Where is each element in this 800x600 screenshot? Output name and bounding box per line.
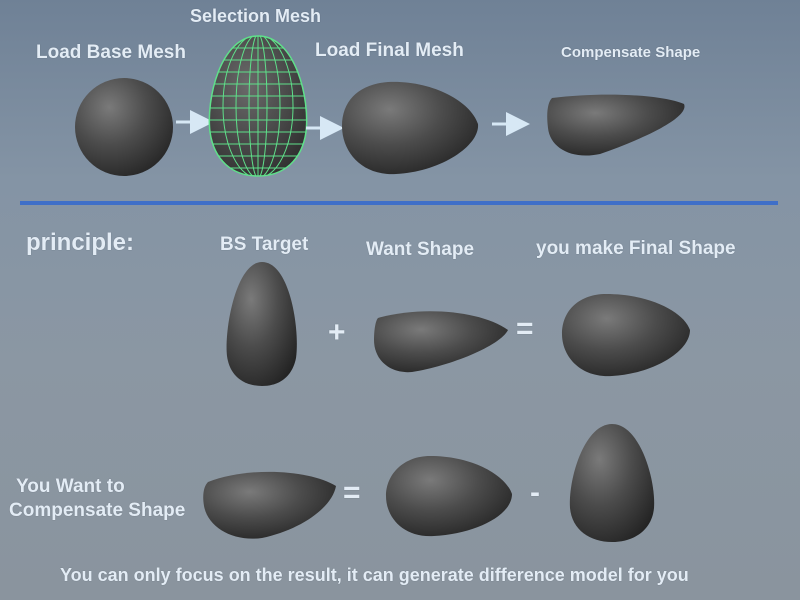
bs-target-label: BS Target: [220, 234, 309, 255]
compensate-shape-mesh: [547, 94, 685, 156]
want-shape-mesh: [374, 311, 508, 373]
selection-mesh-label: Selection Mesh: [190, 6, 322, 26]
bs-target-mesh: [226, 262, 297, 386]
final-mesh: [342, 81, 479, 175]
load-final-mesh-label: Load Final Mesh: [315, 40, 464, 61]
final-shape-label: you make Final Shape: [536, 238, 736, 259]
bs-target-subtracted-mesh: [569, 424, 655, 542]
compensate-shape-label: Compensate Shape: [561, 44, 701, 61]
compensate-label-line1: You Want to: [16, 476, 125, 497]
load-base-mesh-label: Load Base Mesh: [36, 42, 186, 63]
base-sphere-mesh: [75, 78, 173, 176]
plus-sign: +: [328, 316, 346, 349]
equals-sign-principle: =: [516, 312, 534, 345]
minus-sign: -: [530, 476, 540, 509]
compensate-result-mesh: [203, 471, 336, 539]
footer-caption: You can only focus on the result, it can…: [60, 565, 689, 585]
selection-wireframe-mesh: [208, 35, 308, 177]
compensate-label-line2: Compensate Shape: [9, 500, 186, 521]
want-shape-label: Want Shape: [366, 239, 475, 260]
principle-title: principle:: [26, 229, 135, 256]
equals-sign-compensate: =: [343, 476, 361, 509]
subtract-from-mesh: [386, 456, 512, 537]
final-shape-mesh: [562, 294, 690, 377]
section-divider: [20, 201, 778, 205]
